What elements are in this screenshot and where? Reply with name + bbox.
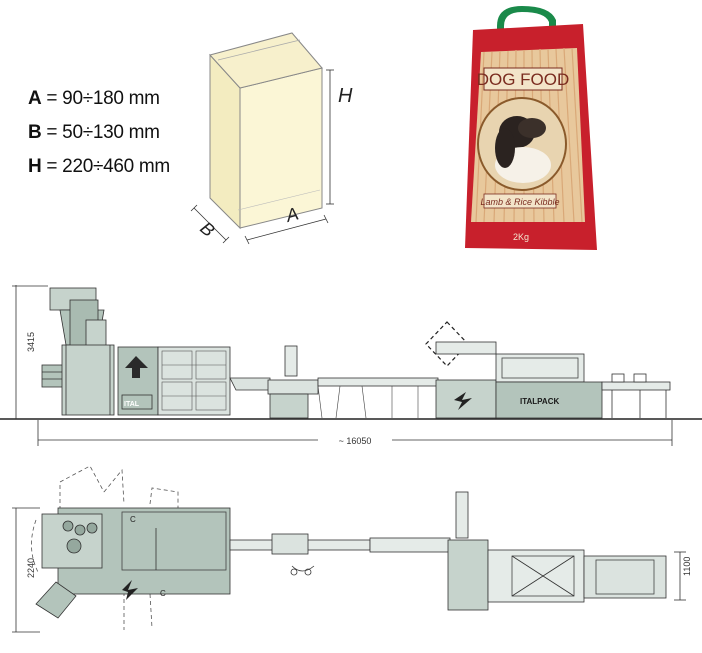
spec-a-value: = 90÷180 mm	[41, 88, 160, 109]
dog-food-bag-image: DOG FOOD Lamb & Rice Kibble 2Kg	[465, 6, 597, 250]
bag-handle	[497, 6, 556, 34]
spec-b-key: B	[28, 122, 42, 143]
right-dimension-label: 1100	[682, 557, 692, 576]
door-swing-clearances	[31, 465, 179, 630]
b-dimension-line	[193, 207, 227, 241]
bag-subtitle-box	[483, 193, 557, 209]
bag-weight: 2Kg	[513, 232, 529, 242]
weigher-unit	[41, 287, 115, 416]
spec-b-value: = 50÷130 mm	[41, 122, 160, 143]
spec-b: B = 50÷130 mm	[28, 122, 160, 144]
length-dimension-label: ~ 16050	[339, 436, 372, 446]
spec-h: H = 220÷460 mm	[28, 156, 170, 178]
top-conveyor	[229, 533, 451, 576]
width-dimension-label: 2240	[26, 558, 36, 578]
box-top-face	[209, 32, 323, 89]
box-front-face	[239, 67, 323, 229]
bagger-machine: ITAL	[117, 346, 231, 416]
bag-title: DOG FOOD	[477, 70, 570, 89]
top-wrapper: 1100	[447, 491, 692, 611]
spec-a: A = 90÷180 mm	[28, 88, 160, 110]
discharge-chute	[35, 581, 77, 619]
marker-c-2: C	[160, 589, 166, 598]
bag-subtitle: Lamb & Rice Kibble	[480, 197, 559, 207]
b-label: B	[196, 218, 218, 241]
a-label: A	[283, 203, 301, 226]
spec-h-value: = 220÷460 mm	[41, 156, 170, 177]
spec-h-key: H	[28, 156, 42, 177]
side-conveyor	[229, 345, 439, 419]
spec-a-key: A	[28, 88, 42, 109]
brand-label-2: ITALPACK	[520, 397, 559, 406]
h-label: H	[338, 85, 353, 107]
height-dimension-label: 3415	[26, 332, 36, 352]
marker-c-1: C	[130, 515, 136, 524]
bag-title-box	[483, 67, 563, 91]
side-view-drawing: 3415 ~ 16050 ITA	[0, 285, 702, 446]
bag-box-diagram: H A B	[190, 32, 353, 245]
a-dimension-line	[246, 218, 327, 241]
brand-label-1: ITAL	[124, 401, 140, 408]
top-view-drawing: 2240 C C	[12, 465, 692, 633]
shrink-wrapper: ITALPACK	[425, 321, 671, 419]
